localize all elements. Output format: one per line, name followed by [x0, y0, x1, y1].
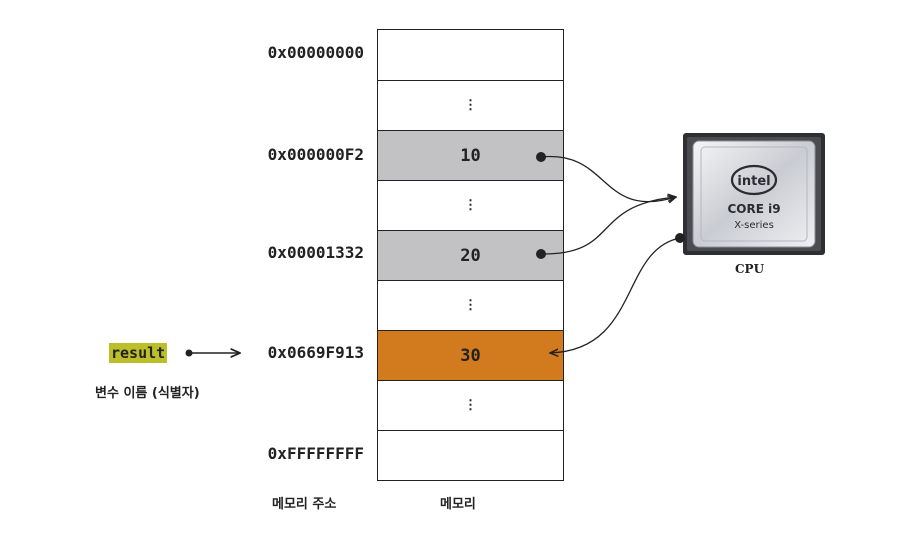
read-arrow-10 [540, 155, 676, 202]
memory-cell: ⋮ [378, 280, 563, 330]
variable-name: result [109, 343, 168, 363]
cpu-label: CPU [735, 262, 765, 276]
memory-cell-result: 30 [378, 330, 563, 380]
memory-address: 0x00001332 [267, 243, 364, 262]
ellipsis: ⋮ [464, 198, 477, 213]
address-column-caption: 메모리 주소 [272, 497, 337, 512]
ellipsis: ⋮ [464, 298, 477, 313]
ellipsis: ⋮ [464, 98, 477, 113]
memory-column: ⋮ 10 ⋮ 20 ⋮ 30 ⋮ [377, 29, 564, 481]
memory-cell: ⋮ [378, 180, 563, 230]
ellipsis: ⋮ [464, 398, 477, 413]
memory-address: 0x0669F913 [267, 343, 364, 362]
memory-cell-highlight: 20 [378, 230, 563, 280]
cpu-chip-icon: intel CORE i9 X-series [683, 133, 825, 255]
memory-value: 30 [460, 345, 481, 366]
memory-address: 0x000000F2 [267, 145, 364, 164]
memory-cell [378, 430, 563, 480]
variable-caption: 변수 이름 (식별자) [95, 386, 200, 401]
memory-cell-highlight: 10 [378, 130, 563, 180]
memory-column-caption: 메모리 [440, 497, 476, 512]
cpu-series: X-series [734, 220, 774, 231]
cpu-brand: intel [737, 174, 770, 189]
memory-cell: ⋮ [378, 380, 563, 430]
memory-cell: ⋮ [378, 80, 563, 130]
memory-value: 10 [460, 145, 481, 166]
memory-value: 20 [460, 245, 481, 266]
write-arrow-30 [550, 237, 681, 353]
read-arrow-20 [540, 197, 676, 255]
memory-address: 0x00000000 [267, 43, 364, 62]
cpu-model: CORE i9 [727, 202, 780, 216]
memory-address: 0xFFFFFFFF [267, 444, 364, 463]
